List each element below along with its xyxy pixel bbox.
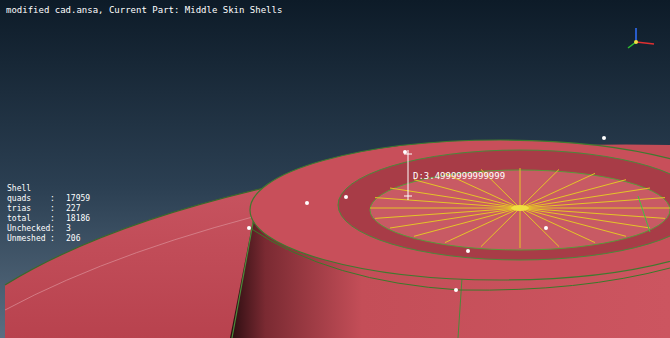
spider-spokes (370, 168, 670, 248)
stat-value: 17959 (66, 195, 90, 203)
hot-points (247, 136, 606, 292)
stat-name: total (7, 215, 31, 223)
spider-center (511, 205, 529, 211)
panel-heading: Shell (7, 185, 31, 193)
stat-name: Unmeshed (7, 235, 46, 243)
dimension-label: D:3.4999999999999 (413, 172, 505, 181)
stat-value: 227 (66, 205, 80, 213)
stat-value: 206 (66, 235, 80, 243)
stat-name: quads (7, 195, 31, 203)
axis-triad (628, 28, 654, 48)
stat-value: 18186 (66, 215, 90, 223)
stat-value: 3 (66, 225, 71, 233)
stat-colon: : (50, 215, 55, 223)
recess-wall (338, 150, 670, 260)
stat-colon: : (50, 235, 55, 243)
stat-colon: : (50, 225, 55, 233)
stat-colon: : (50, 205, 55, 213)
stat-colon: : (50, 195, 55, 203)
rim-top (250, 140, 670, 280)
stat-name: Unchecked (7, 225, 50, 233)
dimension-marker (404, 150, 412, 200)
status-title: modified cad.ansa, Current Part: Middle … (6, 6, 282, 15)
stat-name: trias (7, 205, 31, 213)
feature-edge (458, 278, 462, 338)
feature-edge (638, 196, 650, 232)
feature-edge (232, 212, 255, 338)
